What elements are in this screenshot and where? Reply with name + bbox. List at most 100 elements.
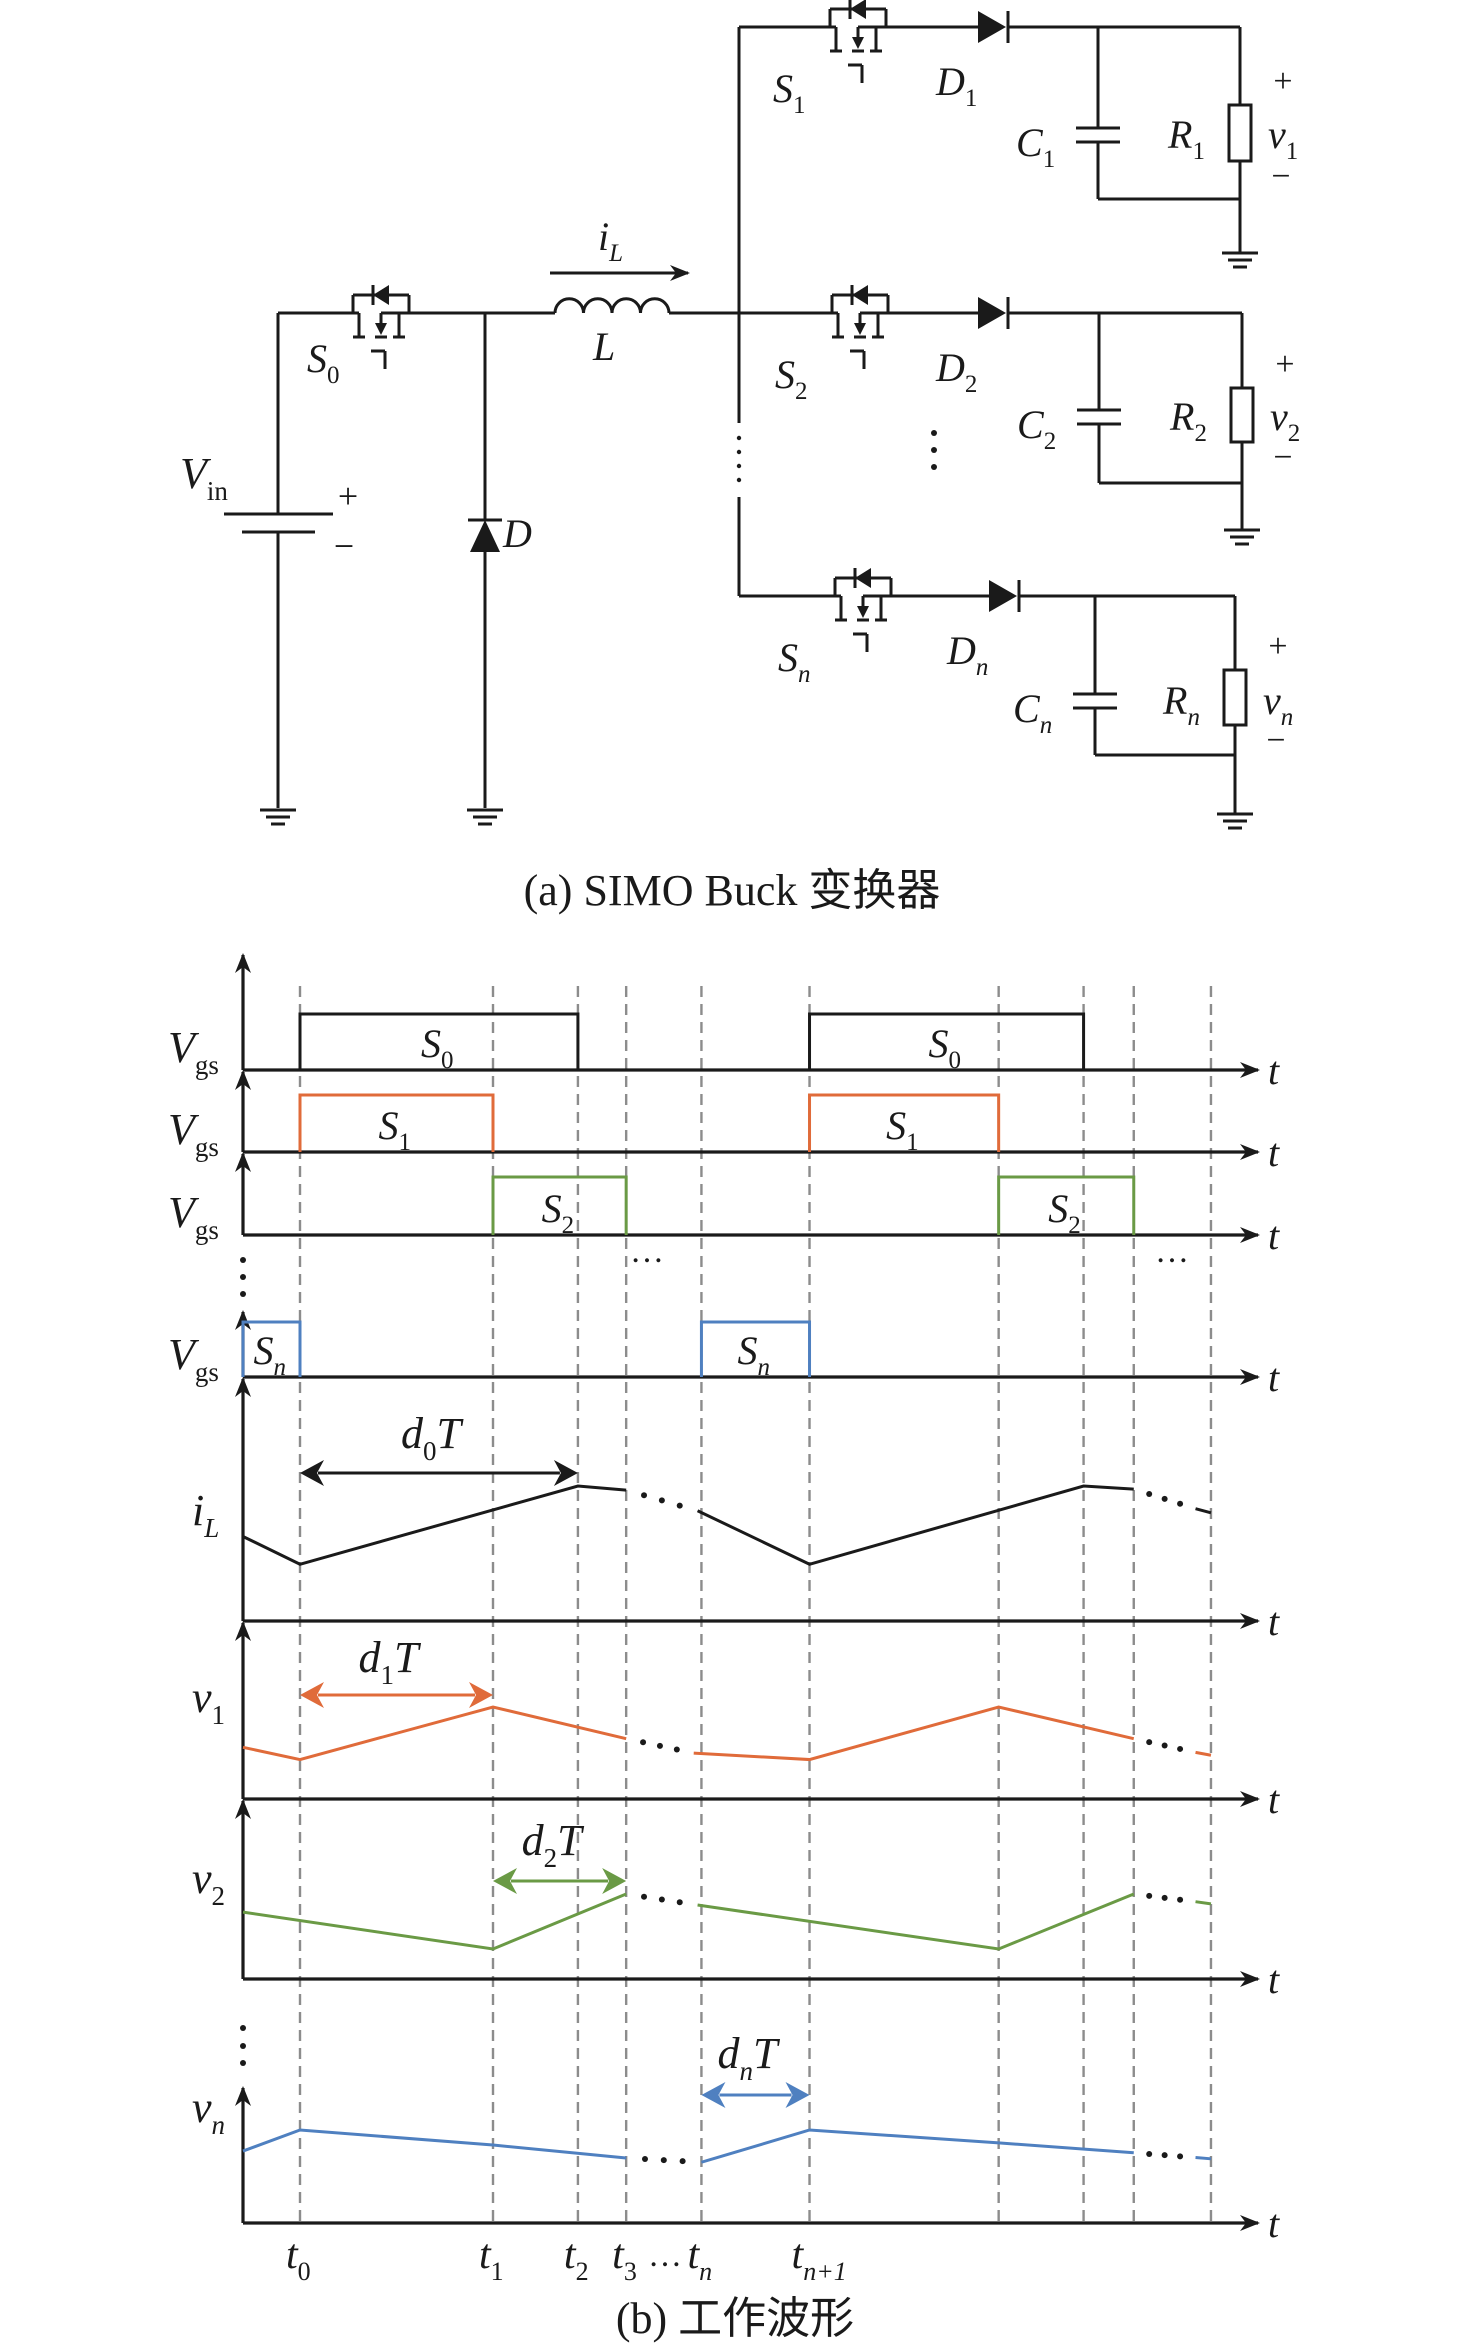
time-mark-label: tn	[687, 2232, 712, 2286]
load-resistor-icon	[1227, 103, 1253, 163]
branch-ellipsis-dot	[931, 430, 937, 436]
resistor-label: R2	[1169, 394, 1207, 447]
body-diode-icon	[852, 285, 868, 305]
gap-ellipsis-dot	[1161, 1894, 1168, 1901]
axis-ellipsis-dot	[240, 2060, 246, 2066]
body-diode-icon	[850, 0, 866, 19]
gate-pulse-label: S2	[542, 1186, 575, 1239]
gate-pulse-label: S0	[929, 1021, 962, 1074]
waveform-label: iL	[192, 1486, 219, 1543]
ground-icon	[260, 808, 296, 826]
duty-arrowhead-left-icon	[701, 2082, 726, 2108]
time-mark-label: t0	[286, 2232, 311, 2286]
gap-ellipsis-dot	[1161, 1742, 1168, 1749]
gate-voltage-label: Vgs	[168, 1105, 219, 1162]
time-axis-label: t	[1268, 1777, 1280, 1822]
waveform-v1-segment	[242, 1705, 627, 1762]
axis-ellipsis-dot	[240, 2025, 246, 2031]
duty-label: d2T	[522, 1816, 586, 1873]
gate-pulse-label: Sn	[737, 1328, 770, 1381]
gate-pulse-label: Sn	[254, 1328, 287, 1381]
branch-diode	[978, 297, 1010, 329]
diode-triangle-icon	[978, 297, 1006, 329]
axis-ellipsis-dot	[240, 1274, 246, 1280]
time-mark-label: t3	[612, 2232, 637, 2286]
time-mark-label: t1	[479, 2232, 504, 2286]
diode-triangle-icon	[989, 580, 1017, 612]
mosfet-arrow-icon	[375, 323, 387, 335]
gap-ellipsis-dot	[1146, 1490, 1153, 1497]
waveform-v2-segment	[1195, 1900, 1212, 1906]
gap-ellipsis-dot	[1146, 1892, 1153, 1899]
gap-ellipsis-dot	[1177, 1745, 1184, 1752]
gate-voltage-label: Vgs	[168, 1023, 219, 1080]
resistor-label: Rn	[1162, 678, 1200, 731]
gate-voltage-label: Vgs	[168, 1188, 219, 1245]
main-switch-label: S0	[307, 336, 340, 389]
inductor-current-label: iL	[598, 214, 623, 267]
switch-label: S1	[773, 66, 806, 119]
duty-annotation	[701, 2082, 810, 2108]
source-label: Vin	[180, 449, 228, 506]
duty-label: d0T	[401, 1409, 465, 1466]
source-minus: −	[334, 526, 354, 566]
output-voltage-label: v2	[1270, 394, 1300, 447]
bus-ellipsis-dot	[736, 463, 742, 469]
gap-ellipsis-dot	[679, 2158, 686, 2165]
gap-ellipsis-dot	[641, 1492, 648, 1499]
gap-ellipsis-dot	[660, 2157, 667, 2164]
waveform-v1-segment	[693, 1705, 1135, 1762]
polarity-minus: −	[1273, 439, 1292, 476]
switch-label: Sn	[778, 635, 811, 688]
capacitor-label: Cn	[1013, 686, 1052, 739]
gate-pulse-S0	[808, 1012, 1086, 1070]
waveform-iL-segment	[696, 1484, 1134, 1566]
duty-arrowhead-right-icon	[785, 2082, 810, 2108]
branch-switch	[833, 568, 893, 652]
body-diode-icon	[855, 568, 871, 588]
ground-icon	[1217, 812, 1253, 830]
duty-arrowhead-left-icon	[300, 1460, 324, 1486]
gate-pulse-Sn	[241, 1320, 302, 1377]
waveform-axes	[235, 953, 1260, 2231]
mosfet-arrow-icon	[854, 323, 866, 335]
polarity-plus: +	[1275, 346, 1294, 383]
gap-ellipsis-dot	[1177, 1500, 1184, 1507]
waveform-v2-segment	[697, 1892, 1135, 1951]
gap-ellipsis-dot	[1146, 2150, 1153, 2157]
bus-ellipsis-dot	[736, 435, 742, 441]
diode-label: D2	[935, 345, 977, 398]
waveform-label: v2	[192, 1854, 225, 1911]
capacitor-label: C1	[1016, 120, 1055, 173]
diode-label: Dn	[946, 628, 988, 681]
gap-ellipsis-dot	[676, 1899, 683, 1906]
duty-arrowhead-left-icon	[493, 1868, 517, 1894]
gap-ellipsis-dot	[658, 1896, 665, 1903]
source-plus: +	[338, 476, 358, 516]
waveform-iL-segment	[242, 1484, 627, 1566]
gap-ellipsis-dot	[640, 1739, 647, 1746]
diode-triangle-icon	[978, 11, 1006, 43]
gap-ellipsis-dot	[656, 1742, 663, 1749]
gap-ellipsis-dot	[1161, 2152, 1168, 2159]
circuit-caption: (a) SIMO Buck 变换器	[524, 866, 941, 915]
duty-arrowhead-right-icon	[469, 1682, 493, 1708]
output-branch-2	[739, 311, 1255, 530]
output-voltage-label: v1	[1268, 112, 1298, 165]
time-axis-label: t	[1268, 1213, 1280, 1258]
output-branch-1	[739, 25, 1253, 253]
gate-pulse-S0	[298, 1012, 580, 1070]
polarity-plus: +	[1268, 628, 1287, 665]
time-axis-label: t	[1268, 1048, 1280, 1093]
gate-signals	[241, 1012, 1136, 1377]
mosfet-arrow-icon	[857, 606, 869, 618]
branch-ellipsis-dot	[931, 464, 937, 470]
axis-ellipsis-dot	[240, 1291, 246, 1297]
output-branch-n	[739, 594, 1248, 814]
time-mark-label: tn+1	[792, 2232, 847, 2286]
capacitor-label: C2	[1017, 402, 1056, 455]
gate-ellipsis: …	[630, 1233, 664, 1270]
branch-diode	[989, 580, 1021, 612]
